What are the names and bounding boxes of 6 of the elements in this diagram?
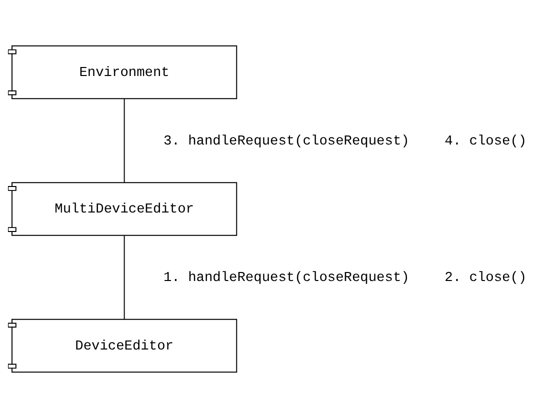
- connector: [124, 98, 125, 182]
- label: 4. close(): [444, 134, 527, 149]
- label: 3. handleRequest(closeRequest): [164, 134, 410, 149]
- connector: [124, 234, 125, 320]
- label: 2. close(): [444, 270, 527, 286]
- label: 1. handleRequest(closeRequest): [164, 270, 410, 286]
